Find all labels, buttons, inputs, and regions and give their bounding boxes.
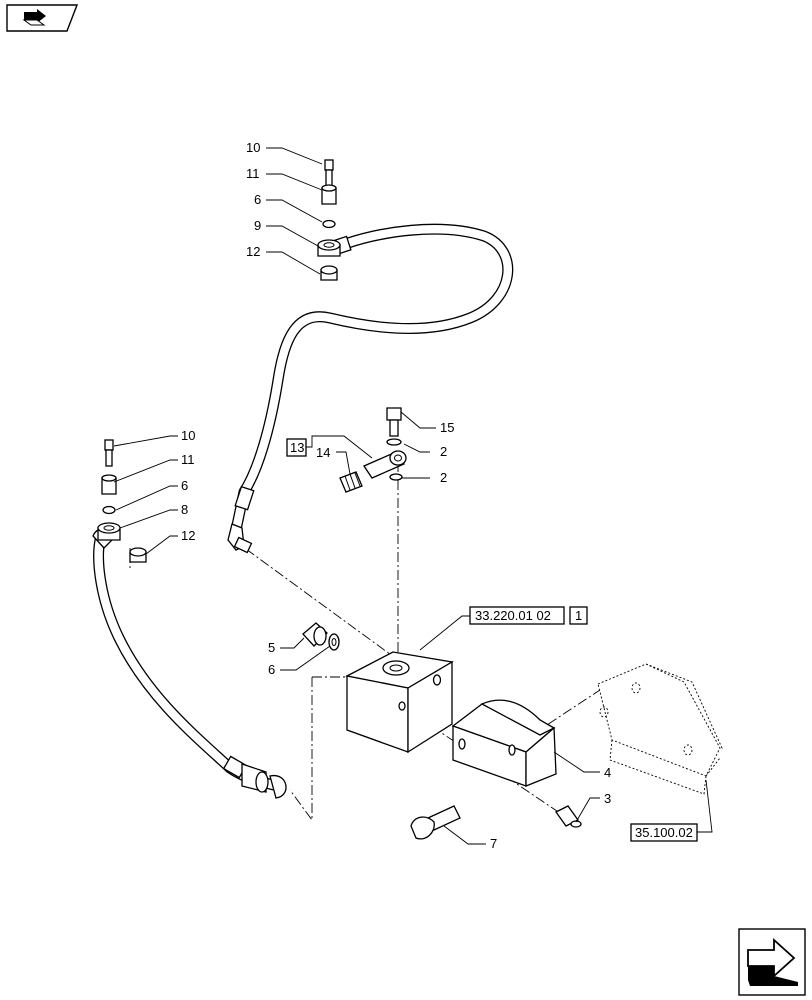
callout-10: 10 xyxy=(246,140,260,155)
callout-labels: 10 11 6 9 12 10 11 6 8 12 13 14 15 2 2 5… xyxy=(181,140,698,851)
callout-1-box xyxy=(569,606,588,625)
left-hose xyxy=(92,528,287,799)
reference-plate-outline xyxy=(597,663,723,795)
next-page-arrow-icon[interactable] xyxy=(738,928,806,996)
plate-ref-box[interactable] xyxy=(630,823,698,842)
upper-fitting-stack xyxy=(317,159,341,281)
callout-15: 15 xyxy=(440,420,454,435)
upper-hose xyxy=(227,223,514,554)
callout-13-box xyxy=(286,438,307,457)
callout-2: 2 xyxy=(440,470,447,485)
valve-block xyxy=(345,651,454,754)
plate-ref-code: 35.100.02 xyxy=(635,825,693,840)
callout-11: 11 xyxy=(246,166,260,181)
center-fitting-group xyxy=(339,407,407,493)
block-ref-code: 33.220.01 02 xyxy=(475,608,551,623)
mounting-bracket xyxy=(451,699,557,787)
callout-7: 7 xyxy=(490,836,497,851)
callout-8: 8 xyxy=(181,502,188,517)
callout-14: 14 xyxy=(316,445,330,460)
callout-12: 12 xyxy=(246,244,260,259)
block-ref-box[interactable] xyxy=(469,606,565,625)
callout-5: 5 xyxy=(268,640,275,655)
leader-lines xyxy=(113,147,713,845)
callout-4: 4 xyxy=(604,765,611,780)
callout-10: 10 xyxy=(181,428,195,443)
callout-1: 1 xyxy=(575,608,582,623)
prev-page-arrow-icon[interactable] xyxy=(6,4,78,32)
plug-and-washer xyxy=(302,622,340,651)
callout-6: 6 xyxy=(254,192,261,207)
callout-12: 12 xyxy=(181,528,195,543)
callout-6: 6 xyxy=(181,478,188,493)
callout-9: 9 xyxy=(254,218,261,233)
bolts xyxy=(410,805,582,840)
callout-13: 13 xyxy=(290,440,304,455)
left-fitting-stack xyxy=(97,439,147,563)
callout-2: 2 xyxy=(440,444,447,459)
callout-6: 6 xyxy=(268,662,275,677)
callout-11: 11 xyxy=(181,452,195,467)
callout-3: 3 xyxy=(604,791,611,806)
